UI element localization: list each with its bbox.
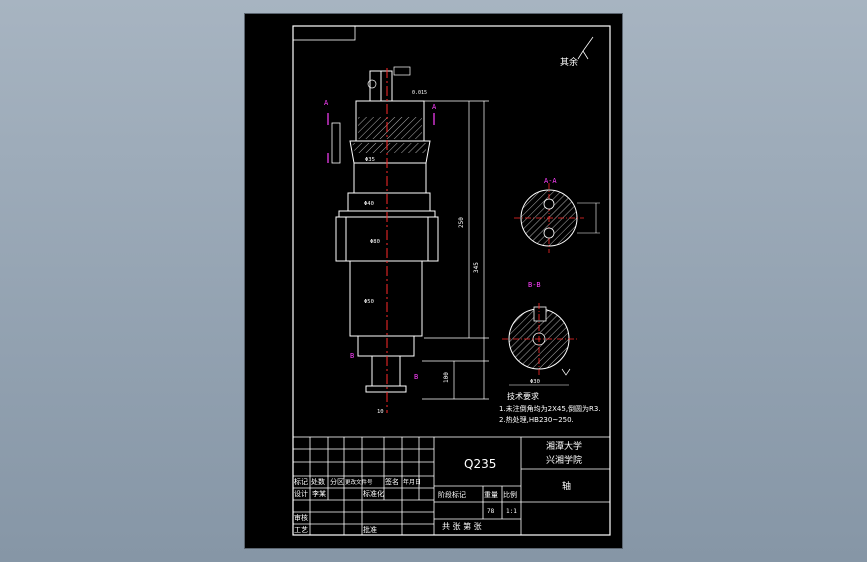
section-b-label: B-B: [528, 281, 541, 289]
dim-main-length: 250: [458, 217, 465, 228]
section-marker-a1: A: [324, 99, 329, 107]
vertical-dimensions: [422, 100, 489, 400]
mark-header: 标记: [294, 477, 308, 486]
section-cut-markers: [327, 113, 435, 163]
tech-req-line1: 1.未注倒角均为2X45,倒圆为R3.: [499, 404, 601, 413]
weight-header: 重量: [484, 491, 498, 499]
dim-tolerance: 0.015: [412, 90, 427, 96]
dim-lower-length: 100: [443, 372, 450, 383]
approve-label: 批准: [363, 525, 377, 534]
section-marker-b1: B: [350, 352, 354, 360]
section-marker-a2: A: [432, 103, 437, 111]
dim-total-length: 345: [473, 262, 480, 273]
datum-circle-icon: [367, 79, 377, 89]
dim-mid-dia: Φ50: [364, 299, 374, 305]
dim-flange-dia: Φ80: [370, 239, 380, 245]
roughness-symbol-icon: [577, 36, 594, 60]
section-a-label: A-A: [544, 177, 557, 185]
scale-value: 1:1: [506, 508, 517, 515]
section-b-roughness-icon: [561, 368, 571, 376]
section-a-hole-top: [543, 198, 555, 210]
date-header: 年月日: [403, 478, 421, 486]
zone-header: 分区: [330, 477, 344, 486]
tolerance-frame: [393, 66, 411, 76]
weight-value: 78: [487, 508, 495, 515]
school-line2: 兴湘学院: [546, 454, 582, 466]
stage-mark-header: 阶段标记: [438, 490, 466, 499]
datum-flag: [331, 122, 341, 164]
dim-top-dia: Φ35: [365, 157, 375, 163]
scale-header: 比例: [503, 490, 517, 499]
design-person: 李某: [312, 489, 326, 498]
count-header: 处数: [311, 477, 325, 486]
part-name: 轴: [562, 480, 571, 492]
doc-header: 更改文件号: [345, 478, 373, 486]
section-b-dia: Φ30: [530, 379, 540, 385]
dim-lower-dia: Φ40: [364, 201, 374, 207]
review-label: 审核: [294, 513, 308, 522]
tech-req-title: 技术要求: [507, 391, 539, 401]
design-label: 设计: [294, 489, 308, 498]
sheet-info: 共 张 第 张: [442, 521, 482, 531]
school-line1: 湘潭大学: [546, 440, 582, 452]
standardize-label: 标准化: [363, 489, 384, 498]
section-marker-b2: B: [414, 373, 418, 381]
section-a-hole-bottom: [543, 227, 555, 239]
collar-hatching: [352, 143, 428, 153]
process-label: 工艺: [294, 526, 308, 534]
sign-header: 签名: [385, 477, 399, 486]
drawing-sheet: 其余: [244, 13, 623, 549]
corner-box: [292, 25, 356, 41]
tech-req-line2: 2.热处理,HB230~250.: [499, 415, 574, 424]
surface-finish-note: 其余: [560, 56, 578, 68]
section-b-keyway: [533, 306, 547, 322]
material-label: Q235: [464, 457, 496, 471]
dim-key-width: 10: [377, 409, 384, 415]
cad-drawing: 其余: [292, 25, 611, 536]
title-block-grid: [292, 436, 611, 536]
head-hatching: [358, 117, 422, 139]
